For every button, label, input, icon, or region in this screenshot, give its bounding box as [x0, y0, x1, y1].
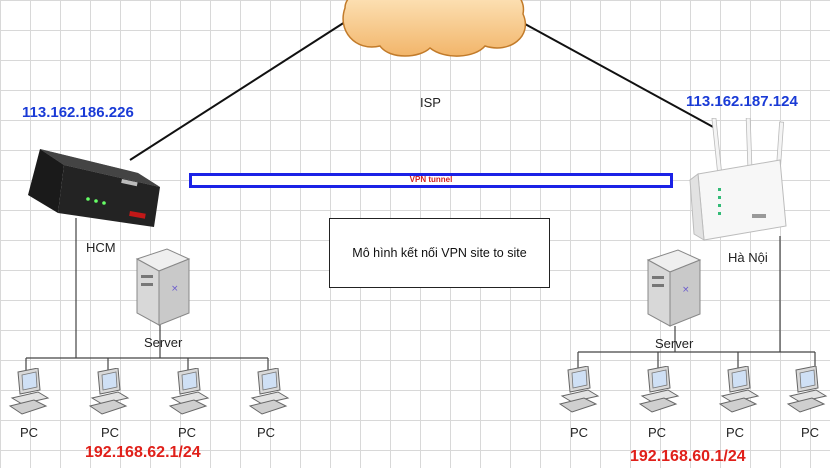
hanoi-public-ip: 113.162.187.124 [686, 93, 798, 110]
svg-text:×: × [171, 284, 179, 294]
pc-icon [248, 368, 290, 415]
pc-icon [638, 366, 680, 413]
hcm-pc-label: PC [20, 425, 39, 440]
hcm-lan-subnet: 192.168.62.1/24 [85, 444, 201, 461]
svg-text:×: × [682, 285, 690, 295]
pc-icon [88, 368, 130, 415]
hcm-router-label: HCM [86, 240, 116, 255]
router-icon [28, 149, 160, 227]
hcm-pc-label: PC [101, 425, 120, 440]
pc-icon [718, 366, 760, 413]
hcm-server-label: Server [144, 335, 183, 350]
server-icon: × [135, 248, 191, 326]
vpn-tunnel-label: VPN tunnel [409, 175, 453, 184]
hanoi-pc-label: PC [801, 425, 820, 440]
router-icon [689, 118, 787, 241]
hanoi-pc-label: PC [570, 425, 589, 440]
hanoi-server-label: Server [655, 336, 694, 351]
hanoi-router-label: Hà Nội [728, 250, 768, 265]
hcm-pc-label: PC [178, 425, 197, 440]
hanoi-lan-subnet: 192.168.60.1/24 [630, 448, 746, 465]
hcm-pc-label: PC [257, 425, 276, 440]
caption-box: Mô hình kết nối VPN site to site [329, 218, 550, 288]
pc-icon [8, 368, 50, 415]
pc-icon [168, 368, 210, 415]
pc-icon [558, 366, 600, 413]
server-icon: × [646, 249, 702, 327]
hanoi-pc-label: PC [726, 425, 745, 440]
cloud-icon [342, 0, 526, 57]
vpn-tunnel: VPN tunnel [189, 173, 673, 188]
hanoi-pc-label: PC [648, 425, 667, 440]
caption-text: Mô hình kết nối VPN site to site [352, 246, 527, 260]
isp-label: ISP [420, 95, 441, 110]
pc-icon [786, 366, 828, 413]
hcm-public-ip: 113.162.186.226 [22, 104, 134, 121]
